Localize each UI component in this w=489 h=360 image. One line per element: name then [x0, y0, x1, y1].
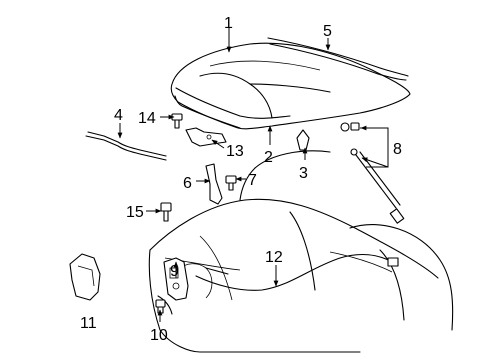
callout-6: 6	[183, 175, 192, 192]
callout-14: 14	[138, 110, 156, 127]
callout-10: 10	[150, 327, 168, 344]
bolt-15[interactable]	[160, 202, 172, 222]
callout-11: 11	[80, 315, 97, 332]
hood-latch[interactable]	[163, 257, 189, 301]
retainer-clip-3[interactable]	[296, 129, 310, 151]
hood-seal[interactable]	[267, 37, 409, 81]
callout-9: 9	[170, 263, 179, 280]
hood-support-strut[interactable]	[340, 122, 405, 224]
hood-hinge[interactable]	[205, 163, 223, 205]
callout-8: 8	[393, 141, 402, 158]
callout-13: 13	[226, 143, 244, 160]
hood-panel[interactable]	[170, 42, 411, 130]
hood-release-cable[interactable]	[195, 253, 399, 291]
callout-4: 4	[114, 107, 123, 124]
bolt-7[interactable]	[225, 175, 237, 191]
callout-1: 1	[224, 15, 233, 32]
latch-support-bracket[interactable]	[69, 253, 101, 301]
callout-12: 12	[265, 249, 283, 266]
bolt-14[interactable]	[171, 113, 183, 129]
callout-5: 5	[323, 23, 332, 40]
callout-15: 15	[126, 204, 144, 221]
callout-3: 3	[299, 165, 308, 182]
hood-front-bracket[interactable]	[85, 131, 167, 161]
callout-labels: 1 2 3 4 5 6 7 8 9 10 11 12 13 14 15	[80, 15, 402, 344]
callout-2: 2	[264, 149, 273, 166]
leader-lines	[117, 28, 389, 322]
callout-7: 7	[248, 172, 257, 189]
hood-hinge-bracket[interactable]	[185, 127, 227, 147]
